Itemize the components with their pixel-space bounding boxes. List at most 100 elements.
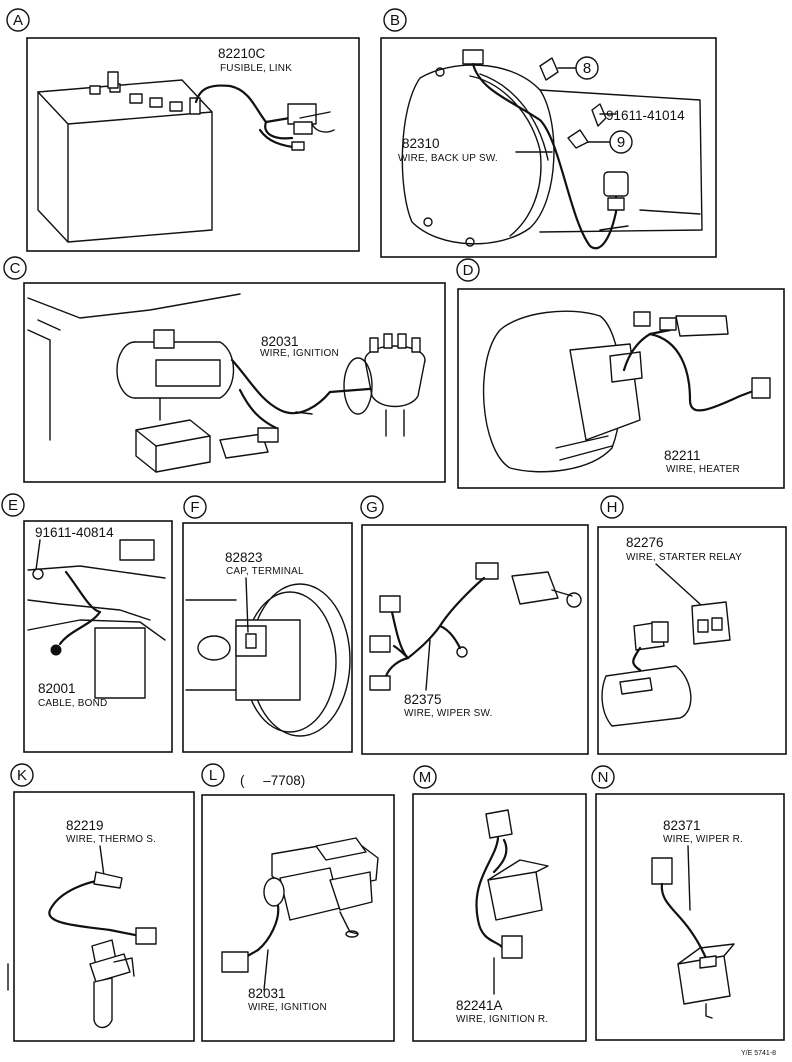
starter-relay-icon bbox=[691, 601, 731, 645]
panel-b-letter: B bbox=[390, 12, 400, 29]
panel-m-part-desc: WIRE, IGNITION R. bbox=[456, 1014, 548, 1025]
panel-e-frame bbox=[23, 520, 173, 753]
panel-h-part-number: 82276 bbox=[626, 535, 664, 550]
panel-f-part-desc: CAP, TERMINAL bbox=[226, 566, 304, 577]
panel-h-badge bbox=[600, 495, 624, 519]
terminal-cap-icon bbox=[245, 633, 257, 649]
panel-n-letter: N bbox=[598, 769, 609, 786]
wiper-switch-icon bbox=[511, 571, 559, 605]
panel-a-frame bbox=[26, 37, 360, 252]
ignition-relay-icon bbox=[487, 871, 543, 921]
panel-m-part-number: 82241A bbox=[456, 998, 503, 1013]
panel-g-badge bbox=[360, 495, 384, 519]
panel-h: H 82276 WIRE, STARTER RELAY bbox=[597, 495, 787, 755]
connector-icon bbox=[475, 562, 499, 580]
panel-k-badge bbox=[10, 763, 34, 787]
panel-n: N 82371 WIRE, WIPER R. bbox=[591, 765, 785, 1041]
distributor-icon bbox=[343, 333, 426, 437]
panel-d-frame bbox=[457, 288, 785, 489]
panel-l-part-desc: WIRE, IGNITION bbox=[248, 1002, 327, 1013]
panel-h-part-desc: WIRE, STARTER RELAY bbox=[626, 552, 742, 563]
ignition-coil-icon bbox=[116, 329, 235, 421]
panel-l: L ( –7708) 82031 WIRE, IGNITION bbox=[201, 763, 395, 1042]
alternator-icon bbox=[185, 583, 351, 737]
panel-k-part-desc: WIRE, THERMO S. bbox=[66, 834, 156, 845]
panel-a: A 82210C FUSIBLE, LINK bbox=[6, 8, 360, 252]
panel-n-badge bbox=[591, 765, 615, 789]
panel-m: M 82241A WIRE, IGNITION R. bbox=[412, 765, 587, 1042]
panel-g-letter: G bbox=[366, 499, 378, 516]
panel-a-letter: A bbox=[13, 12, 23, 29]
panel-d-part-number: 82211 bbox=[664, 448, 701, 463]
panel-m-frame bbox=[412, 793, 587, 1042]
callout-8-circle bbox=[575, 56, 599, 80]
panel-b-part-number-2: 91611-41014 bbox=[606, 108, 685, 123]
terminal-icon bbox=[50, 644, 62, 656]
panel-d-letter: D bbox=[463, 262, 474, 279]
panel-l-badge bbox=[201, 763, 225, 787]
battery-icon bbox=[37, 71, 213, 243]
panel-a-part-desc: FUSIBLE, LINK bbox=[220, 63, 292, 74]
connector-icon bbox=[651, 857, 673, 885]
body-panel-icon bbox=[94, 627, 146, 699]
panel-f-letter: F bbox=[190, 499, 199, 516]
panel-h-frame bbox=[597, 526, 787, 755]
panel-e-badge bbox=[1, 493, 25, 517]
panel-n-frame bbox=[595, 793, 785, 1041]
panel-c-badge bbox=[3, 256, 27, 280]
panel-l-date-note: ( –7708) bbox=[240, 773, 305, 788]
igniter-box-icon bbox=[135, 419, 279, 473]
fusible-link-harness bbox=[194, 84, 335, 151]
thermo-sensor-icon bbox=[89, 939, 135, 1029]
panel-k-frame bbox=[13, 791, 195, 1042]
panel-b-part-number: 82310 bbox=[402, 136, 440, 151]
panel-c-part-number: 82031 bbox=[261, 334, 299, 349]
panel-e-part-number-2: 91611-40814 bbox=[35, 525, 114, 540]
panel-g-frame bbox=[361, 524, 589, 755]
panel-b-part-desc: WIRE, BACK UP SW. bbox=[398, 153, 498, 164]
clip-icon bbox=[539, 57, 559, 81]
back-up-switch-harness bbox=[462, 49, 629, 250]
back-up-switch-icon bbox=[603, 171, 629, 197]
panel-h-letter: H bbox=[607, 499, 618, 516]
panel-a-part-number: 82210C bbox=[218, 46, 266, 61]
panel-b-badge bbox=[383, 8, 407, 32]
panel-d-part-desc: WIRE, HEATER bbox=[666, 464, 740, 475]
panel-f-part-number: 82823 bbox=[225, 550, 263, 565]
panel-m-badge bbox=[413, 765, 437, 789]
bolt-icon bbox=[591, 103, 607, 127]
gasket-icon bbox=[567, 129, 589, 149]
panel-f: F 82823 CAP, TERMINAL bbox=[182, 495, 353, 753]
panel-g-part-number: 82375 bbox=[404, 692, 442, 707]
panel-l-part-number: 82031 bbox=[248, 986, 286, 1001]
panel-b: B 8 9 91611-410 bbox=[380, 8, 717, 258]
panel-l-frame bbox=[201, 794, 395, 1042]
panel-n-part-number: 82371 bbox=[663, 818, 701, 833]
panel-g: G 82375 WIRE, WIPER SW. bbox=[360, 495, 589, 755]
panel-e-part-number: 82001 bbox=[38, 681, 76, 696]
callout-9: 9 bbox=[617, 134, 625, 151]
transmission-housing-icon bbox=[401, 64, 703, 247]
panel-c-frame bbox=[23, 282, 446, 483]
panel-l-letter: L bbox=[209, 767, 217, 784]
connector-icon bbox=[221, 951, 249, 973]
panel-c-part-desc: WIRE, IGNITION bbox=[260, 348, 339, 359]
panel-b-frame bbox=[380, 37, 717, 258]
connector-icon bbox=[485, 809, 513, 839]
panel-g-part-desc: WIRE, WIPER SW. bbox=[404, 708, 493, 719]
connector-icon bbox=[135, 927, 157, 945]
panel-d-badge bbox=[456, 258, 480, 282]
panel-c: C bbox=[3, 256, 446, 483]
panel-f-frame bbox=[182, 522, 353, 753]
panel-e-letter: E bbox=[8, 497, 18, 514]
catalog-code: Y/E 5741-8 bbox=[741, 1050, 776, 1057]
panel-e: E 91611-40814 82001 CABLE, BOND bbox=[1, 493, 173, 753]
panel-m-letter: M bbox=[419, 769, 432, 786]
panel-n-part-desc: WIRE, WIPER R. bbox=[663, 834, 743, 845]
panel-e-part-desc: CABLE, BOND bbox=[38, 698, 107, 709]
starter-motor-icon bbox=[601, 665, 692, 727]
panel-k-part-number: 82219 bbox=[66, 818, 104, 833]
callout-8: 8 bbox=[583, 60, 591, 77]
heater-unit-icon bbox=[482, 310, 643, 473]
